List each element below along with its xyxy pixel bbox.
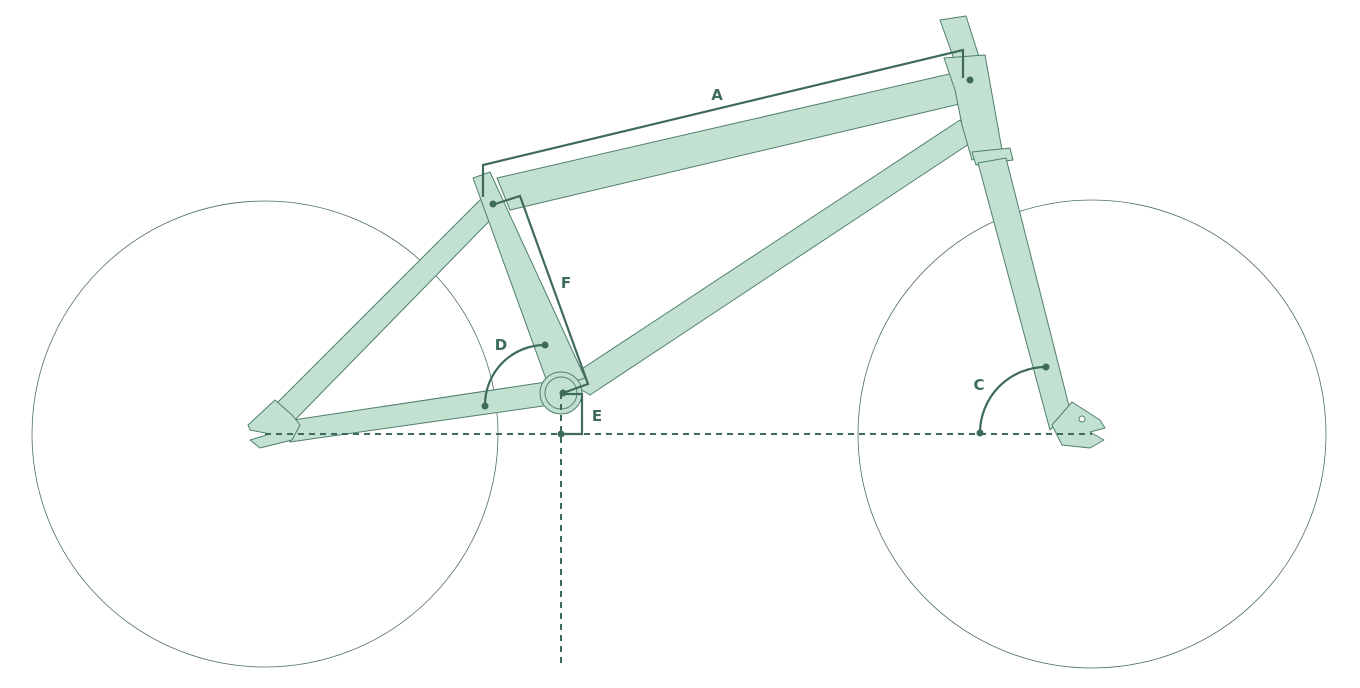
dimension-point [489, 200, 497, 208]
rear-dropout [247, 399, 301, 449]
dimension-point [557, 430, 565, 438]
frame [247, 15, 1106, 449]
dimension-c: C [973, 363, 1050, 437]
dimension-line-e [561, 392, 584, 436]
dimension-point [541, 341, 549, 349]
seat-stay [269, 189, 506, 426]
front-wheel [857, 199, 1327, 669]
dimension-point [1042, 363, 1050, 371]
dimension-d: D [481, 336, 549, 410]
label-c: C [973, 376, 984, 394]
dimension-e: E [557, 392, 602, 438]
dimension-line-a [481, 48, 965, 197]
dimension-point [481, 402, 489, 410]
dimension-line-f [494, 194, 590, 395]
dropout-hole [1078, 415, 1086, 423]
label-d: D [495, 336, 507, 354]
label-f: F [561, 274, 571, 292]
head-tube [943, 54, 1003, 161]
angle-arc-c [978, 365, 1047, 434]
front-dropout [1051, 401, 1106, 449]
label-a: A [711, 86, 723, 104]
fork [977, 157, 1071, 431]
dimension-point [966, 76, 974, 84]
angle-arc-d [483, 343, 546, 407]
dimension-a: A [481, 48, 974, 208]
label-e: E [592, 407, 602, 425]
dimension-point [976, 429, 984, 437]
